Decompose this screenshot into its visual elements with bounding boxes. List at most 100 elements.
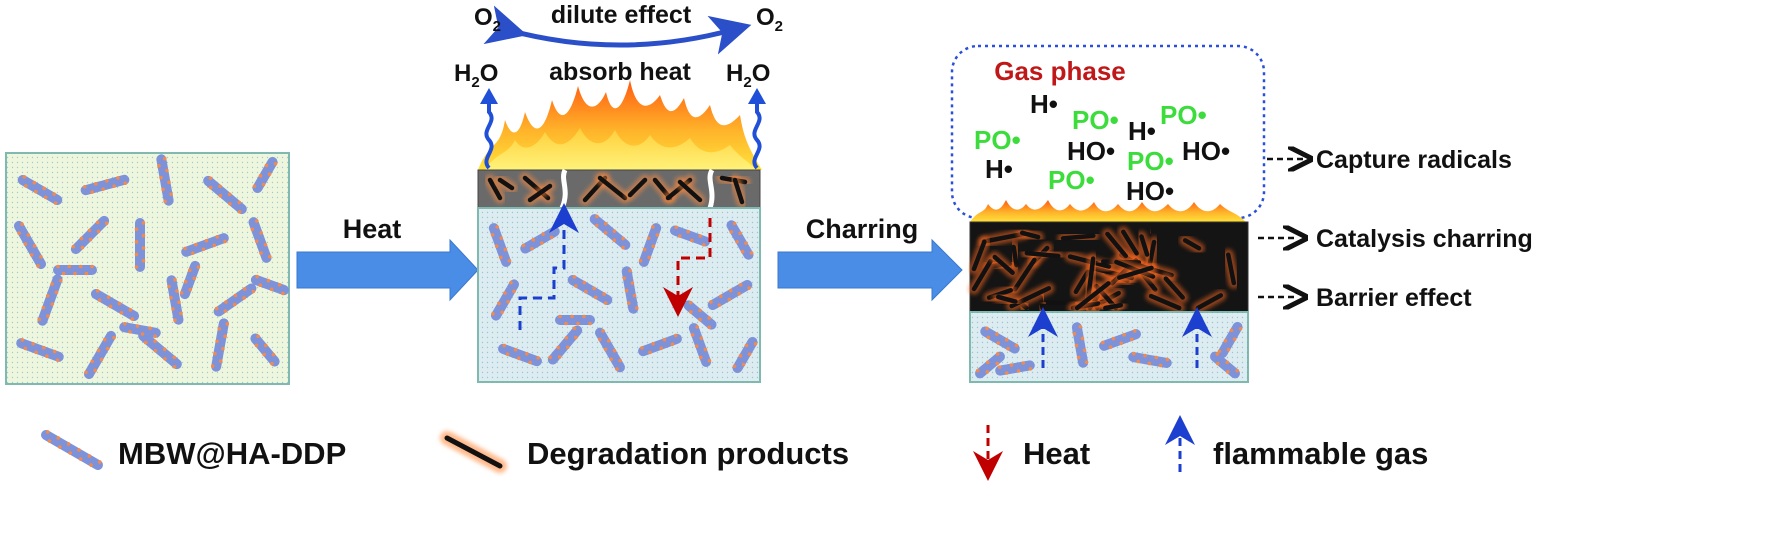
- mbw-rod: [250, 274, 290, 296]
- degradation-product: [1192, 289, 1227, 314]
- mbw-rod: [17, 175, 63, 205]
- radical-h: H•: [985, 154, 1013, 184]
- radical-po: PO•: [974, 125, 1021, 155]
- legend-degradation-label: Degradation products: [527, 436, 849, 471]
- heat-path-panel-2: [663, 218, 712, 317]
- radical-po: PO•: [1127, 146, 1174, 176]
- mbw-rod: [213, 283, 257, 317]
- degradation-product: [494, 174, 518, 194]
- mbw-rod: [488, 223, 512, 267]
- degradation-product: [1082, 253, 1099, 304]
- legend-degradation-icon: [440, 431, 507, 473]
- radical-h: H•: [1128, 116, 1156, 146]
- mbw-rod: [84, 330, 116, 380]
- mbw-rod: [156, 154, 174, 206]
- mbw-rod: [520, 226, 560, 254]
- degradation-product: [968, 255, 996, 295]
- mbw-rods-group-1: [14, 154, 290, 380]
- mbw-rod: [119, 321, 161, 339]
- mbw-rod: [1128, 351, 1172, 368]
- mbw-rod: [669, 225, 711, 247]
- mbw-rod: [498, 343, 542, 367]
- heat-arrow-label: Heat: [343, 214, 402, 244]
- mbw-rod: [726, 220, 754, 260]
- degradation-product: [1057, 230, 1099, 244]
- radical-ho: HO•: [1126, 176, 1174, 206]
- panel-original-composite: [5, 152, 290, 385]
- degradation-product: [1145, 290, 1185, 314]
- mbw-rod: [16, 338, 64, 362]
- catalysis-charring-label: Catalysis charring: [1316, 225, 1533, 253]
- degradation-product: [1035, 291, 1049, 314]
- water-label-left: H2O: [454, 60, 498, 91]
- catalyzed-char-network: [968, 226, 1240, 314]
- degradation-product: [992, 291, 1021, 308]
- barrier-effect-label: Barrier effect: [1316, 284, 1472, 312]
- radical-po: PO•: [1048, 165, 1095, 195]
- gas-phase-title: Gas phase: [994, 56, 1126, 86]
- dilute-effect-label: dilute effect: [551, 1, 692, 29]
- mbw-rod: [203, 175, 247, 215]
- legend-gas-label: flammable gas: [1213, 436, 1428, 471]
- mbw-rod: [1210, 351, 1240, 379]
- degradation-product: [594, 172, 631, 204]
- radical-ho: HO•: [1182, 136, 1230, 166]
- mbw-rod: [491, 279, 519, 321]
- degradation-product: [1071, 277, 1114, 314]
- degradation-product: [729, 174, 748, 208]
- mbw-rod: [688, 323, 712, 367]
- mbw-rod: [37, 274, 63, 326]
- degradation-product: [484, 174, 506, 204]
- mbw-rod: [567, 275, 613, 305]
- oxygen-label-right: O2: [756, 4, 783, 35]
- mbw-rod: [638, 223, 662, 267]
- degradation-product: [1160, 273, 1189, 303]
- panel-heating-composite: dilute effect absorb heat O2 O2 H2O H2O: [454, 1, 783, 383]
- capture-radicals-label: Capture radicals: [1316, 146, 1512, 174]
- charring-process-arrow: Charring: [777, 214, 963, 302]
- radical-ho: HO•: [1067, 136, 1115, 166]
- mbw-rod: [53, 264, 97, 276]
- degradation-product: [1021, 247, 1064, 262]
- flammable-gas-path-panel-2: [518, 203, 579, 330]
- legend-heat-label: Heat: [1023, 436, 1090, 471]
- mbw-rod: [638, 333, 682, 357]
- degradation-product: [1101, 228, 1132, 262]
- legend: MBW@HA-DDP Degradation products Heat fla…: [41, 415, 1428, 481]
- mbw-rod: [80, 174, 130, 196]
- degradation-product: [1113, 262, 1157, 284]
- degradation-product: [1016, 227, 1044, 243]
- degradation-product: [968, 236, 990, 275]
- mbw-rod: [707, 280, 753, 310]
- mbw-rod: [138, 330, 182, 370]
- mbw-rod: [975, 351, 1005, 379]
- degradation-product: [674, 176, 706, 206]
- mbw-rod: [14, 220, 46, 270]
- mbw-rod: [90, 289, 140, 321]
- heat-process-arrow: Heat: [296, 214, 479, 302]
- mbw-rod: [1071, 322, 1089, 368]
- mbw-rod: [252, 157, 278, 193]
- degradation-product: [989, 251, 1019, 279]
- mbw-rod: [1099, 329, 1141, 351]
- charring-arrow-label: Charring: [806, 214, 919, 244]
- absorb-heat-label: absorb heat: [549, 58, 691, 86]
- mbw-rod: [980, 326, 1020, 354]
- mbw-rod: [555, 314, 595, 326]
- degradation-product: [1099, 299, 1127, 314]
- radical-h: H•: [1030, 89, 1058, 119]
- mbw-rod: [134, 218, 146, 272]
- panel-charred-composite: Gas phase H• PO• PO• PO• H• HO• PO• HO• …: [950, 44, 1266, 383]
- dilute-effect-arrow: [483, 5, 752, 55]
- mbw-rods-group-3: [975, 322, 1243, 379]
- surface-flames-panel-3: [970, 200, 1246, 222]
- degradation-products-layer: [484, 172, 751, 208]
- flames-panel-2: [478, 80, 762, 170]
- mbw-rod: [70, 215, 110, 255]
- radical-po: PO•: [1160, 100, 1207, 130]
- mbw-rod: [547, 325, 583, 365]
- degradation-product: [1135, 231, 1153, 261]
- mechanism-annotations: Capture radicals Catalysis charring Barr…: [1258, 146, 1533, 312]
- degradation-product: [1222, 249, 1240, 289]
